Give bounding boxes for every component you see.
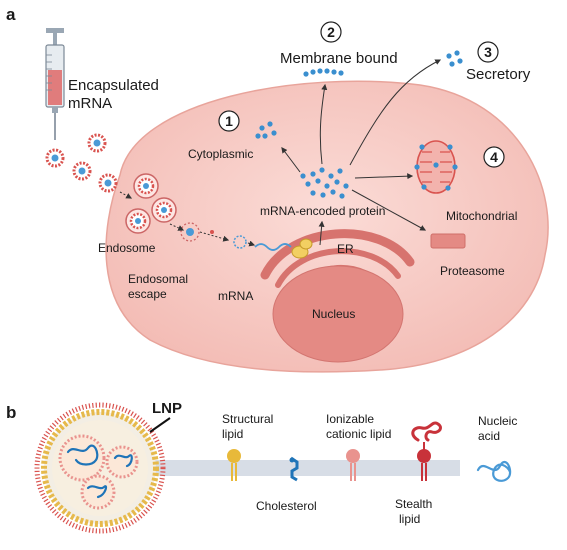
- structural-lipid-icon: [227, 449, 241, 481]
- cholesterol-label: Cholesterol: [256, 499, 317, 513]
- protein-cluster: [300, 167, 349, 199]
- proteasome-label: Proteasome: [440, 264, 505, 278]
- nucleic-acid-line2: acid: [478, 429, 500, 443]
- structural-lipid-line2: lipid: [222, 427, 243, 441]
- mrna-strand: [254, 243, 292, 251]
- destination-4-marker: 4: [483, 146, 505, 168]
- mitochondrion: [414, 140, 458, 194]
- lnp-pointer-line: [149, 417, 171, 433]
- encapsulated-label-line1: Encapsulated: [68, 77, 159, 94]
- arrow-to-membrane: [319, 83, 328, 165]
- endosome-label: Endosome: [98, 241, 156, 255]
- destination-4-label: Mitochondrial: [446, 209, 517, 223]
- destination-4-number: 4: [490, 149, 498, 165]
- panel-b-label: b: [6, 403, 16, 422]
- arrow-to-mitochondrial: [354, 173, 414, 180]
- nucleic-acid-line1: Nucleic: [478, 414, 517, 428]
- ribosome: [291, 238, 313, 259]
- membrane-bound-protein: [303, 68, 344, 77]
- component-bar: [155, 460, 460, 476]
- arrow-ribosome-to-protein: [318, 220, 325, 246]
- ionizable-lipid-line1: Ionizable: [326, 412, 374, 426]
- endosomal-escape-line2: escape: [128, 287, 167, 301]
- cytoplasmic-protein: [255, 121, 277, 139]
- lnp-label: LNP: [152, 400, 182, 417]
- stealth-lipid-line2: lipid: [399, 512, 420, 526]
- panel-a-label: a: [6, 5, 16, 24]
- ionizable-lipid-line2: cationic lipid: [326, 427, 391, 441]
- arrow-escape-3: [247, 240, 256, 247]
- arrow-to-cytoplasmic: [281, 147, 301, 173]
- nucleus-label: Nucleus: [312, 307, 355, 321]
- arrow-escape-2: [199, 231, 230, 242]
- ionizable-lipid-icon: [346, 449, 360, 481]
- cholesterol-icon: [289, 456, 299, 482]
- stealth-lipid-icon: [411, 421, 442, 481]
- destination-3-number: 3: [484, 44, 492, 60]
- destination-2-number: 2: [327, 24, 335, 40]
- nucleic-acid-icon: [476, 460, 512, 482]
- protein-label: mRNA-encoded protein: [260, 204, 385, 218]
- arrow-to-proteasome: [351, 189, 427, 231]
- endosomal-escape-line1: Endosomal: [128, 272, 188, 286]
- structural-lipid-line1: Structural: [222, 412, 273, 426]
- endosomes: [125, 173, 177, 234]
- destination-3-marker: 3: [477, 41, 499, 63]
- nucleus: [272, 265, 404, 363]
- destination-3-label: Secretory: [466, 66, 531, 83]
- lnp-particle: [34, 402, 171, 534]
- proteasome: [430, 233, 466, 249]
- secreted-protein: [446, 50, 463, 67]
- arrow-to-secretory: [349, 59, 442, 166]
- syringe-icon: [45, 28, 65, 140]
- destination-2-label: Membrane bound: [280, 50, 398, 67]
- encapsulated-label-line2: mRNA: [68, 95, 112, 112]
- stealth-lipid-line1: Stealth: [395, 497, 432, 511]
- lnp-particles-outside: [45, 133, 118, 193]
- destination-2-marker: 2: [320, 21, 342, 43]
- destination-1-label: Cytoplasmic: [188, 147, 253, 161]
- endosomal-escape-steps: [180, 222, 247, 249]
- mrna-label: mRNA: [218, 289, 253, 303]
- destination-1-number: 1: [225, 113, 233, 129]
- destination-1-marker: 1: [218, 110, 240, 132]
- er-label: ER: [337, 242, 354, 256]
